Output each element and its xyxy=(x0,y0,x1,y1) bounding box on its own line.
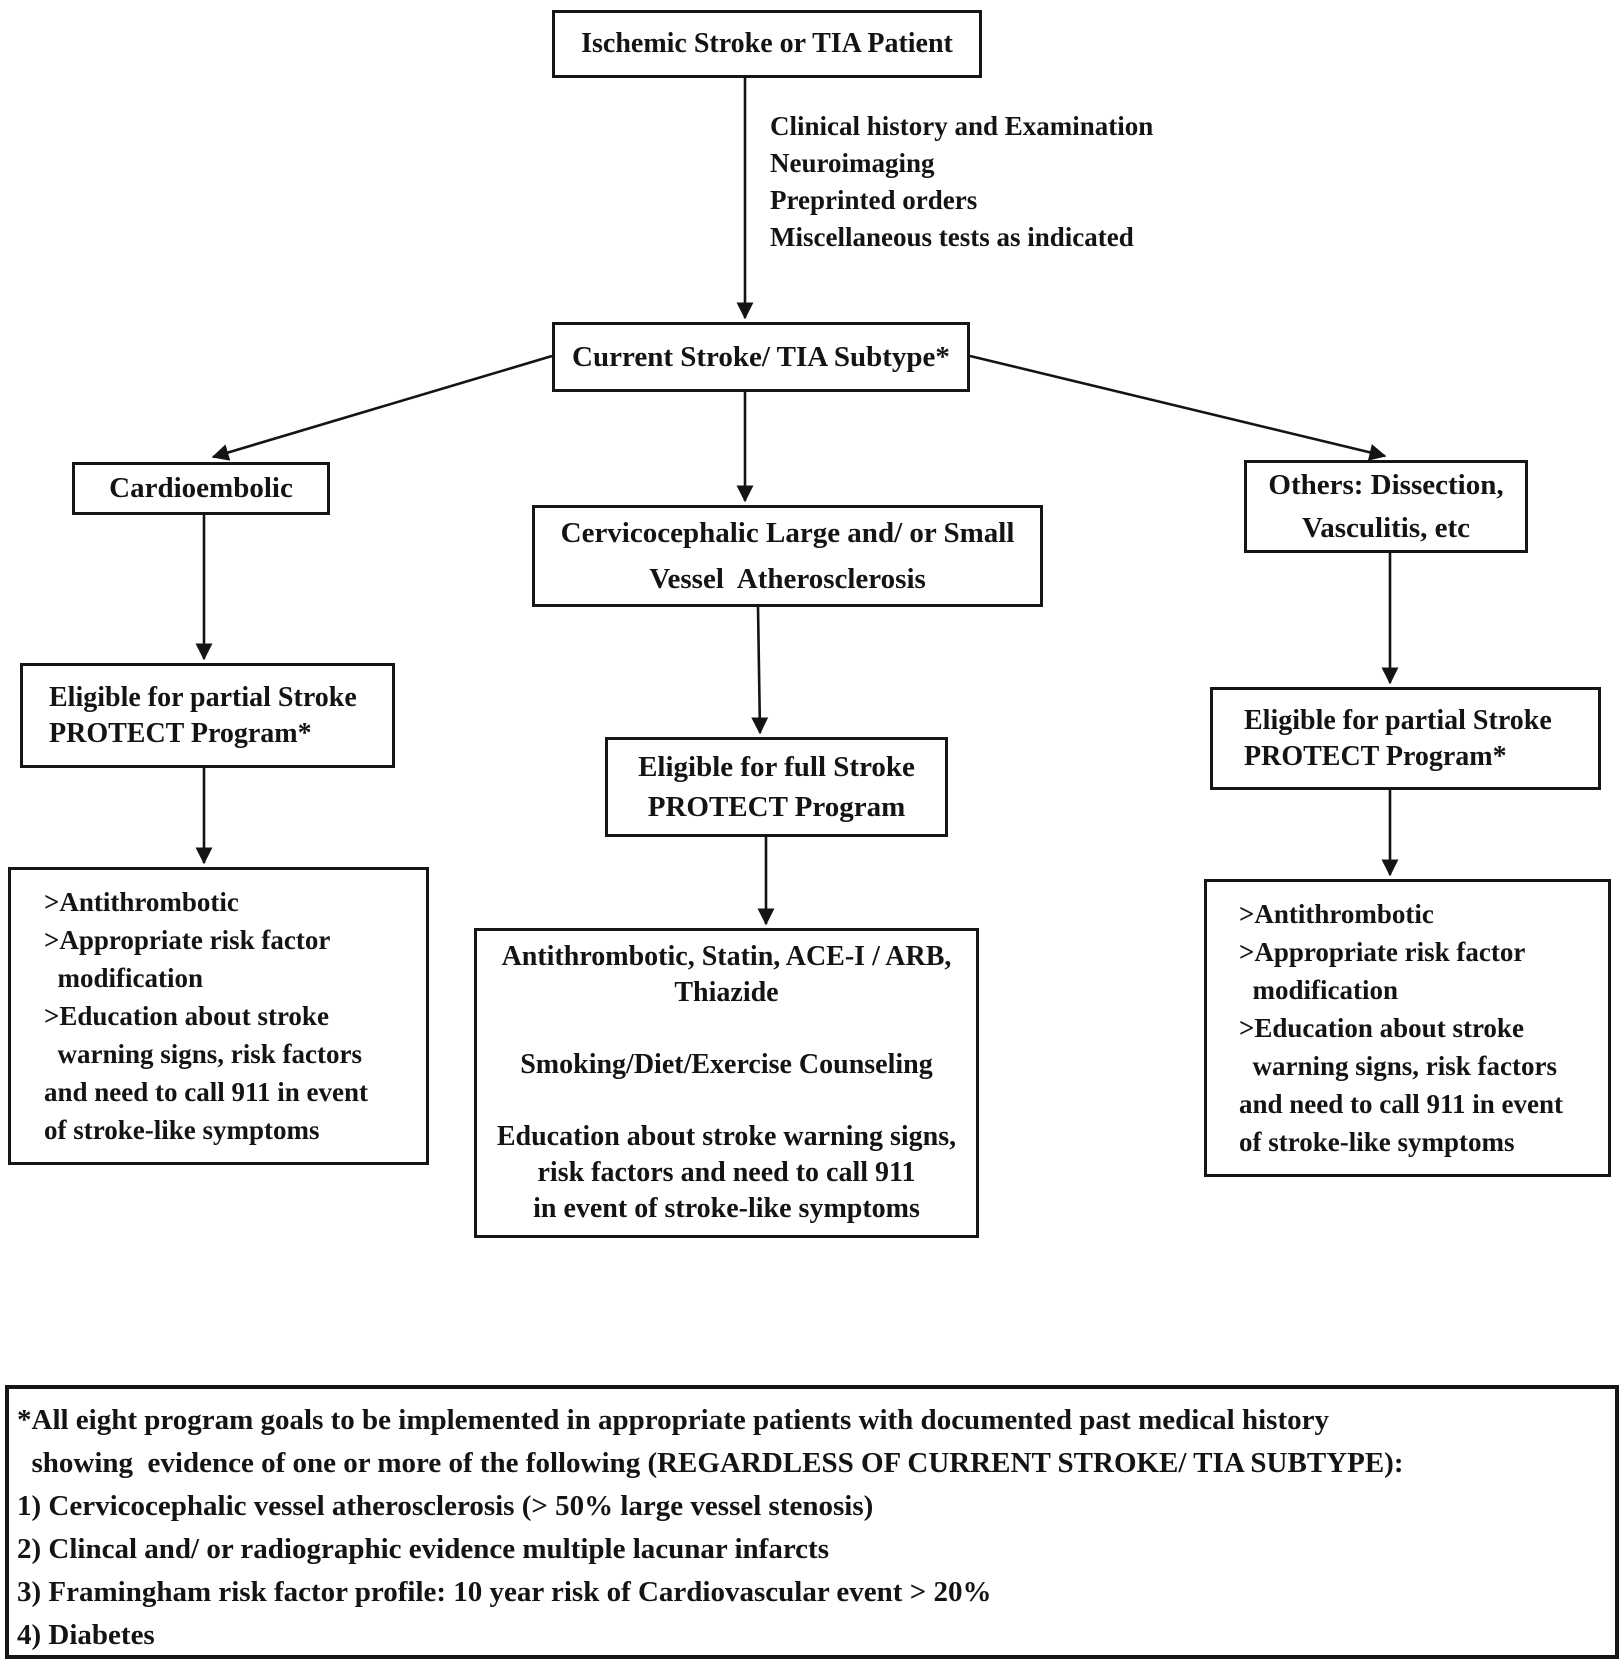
text-line: Cervicocephalic Large and/ or Small xyxy=(560,517,1015,549)
text-line: showing evidence of one or more of the f… xyxy=(17,1447,1404,1479)
patient-box: Ischemic Stroke or TIA Patient xyxy=(552,10,982,78)
text-line: >Appropriate risk factor xyxy=(1239,937,1526,967)
text-line: Education about stroke warning signs, xyxy=(496,1121,957,1152)
text-line: risk factors and need to call 911 xyxy=(537,1157,916,1188)
cardioembolic-label: Cardioembolic xyxy=(109,472,293,504)
others-plan-box: >Antithrombotic>Appropriate risk factor … xyxy=(1204,879,1611,1177)
text-line: modification xyxy=(1239,975,1399,1005)
text-line: modification xyxy=(44,963,204,993)
text-line: Eligible for partial Stroke xyxy=(1244,704,1552,736)
text-line: Preprinted orders xyxy=(770,185,978,215)
text-line xyxy=(723,1011,730,1047)
text-line: *All eight program goals to be implement… xyxy=(17,1404,1329,1436)
text-line: of stroke-like symptoms xyxy=(1239,1127,1515,1157)
text-line: warning signs, risk factors xyxy=(1239,1051,1558,1081)
others-box: Others: Dissection, Vasculitis, etc xyxy=(1244,460,1528,553)
subtype-box: Current Stroke/ TIA Subtype* xyxy=(552,322,970,392)
text-line: Neuroimaging xyxy=(770,148,935,178)
footnote-box: *All eight program goals to be implement… xyxy=(5,1385,1619,1659)
text-line: Clinical history and Examination xyxy=(770,111,1154,141)
text-line: Vasculitis, etc xyxy=(1301,511,1471,544)
cardioembolic-plan-box: >Antithrombotic>Appropriate risk factor … xyxy=(8,867,429,1165)
text-line: and need to call 911 in event xyxy=(44,1077,369,1107)
text-line: >Antithrombotic xyxy=(44,887,239,917)
text-line: >Appropriate risk factor xyxy=(44,925,331,955)
text-line: 2) Clincal and/ or radiographic evidence… xyxy=(17,1533,829,1565)
text-line: 3) Framingham risk factor profile: 10 ye… xyxy=(17,1576,992,1608)
text-line: PROTECT Program xyxy=(647,791,906,823)
text-line: and need to call 911 in event xyxy=(1239,1089,1564,1119)
text-line: Smoking/Diet/Exercise Counseling xyxy=(520,1049,933,1080)
text-line: 4) Diabetes xyxy=(17,1619,155,1651)
text-line xyxy=(723,1083,730,1119)
text-line: Others: Dissection, xyxy=(1268,468,1504,501)
arrow-subtype-to-others xyxy=(969,354,1387,461)
text-line: Antithrombotic, Statin, ACE-I / ARB, Thi… xyxy=(501,941,958,1008)
patient-box-label: Ischemic Stroke or TIA Patient xyxy=(581,28,953,59)
text-line: in event of stroke-like symptoms xyxy=(533,1193,920,1224)
text-line: Miscellaneous tests as indicated xyxy=(770,222,1134,252)
text-line: warning signs, risk factors xyxy=(44,1039,363,1069)
full-plan-box: Antithrombotic, Statin, ACE-I / ARB, Thi… xyxy=(474,928,979,1238)
text-line: Eligible for partial Stroke xyxy=(49,681,357,713)
arrow-subtype-to-cardioembolic xyxy=(211,354,553,461)
text-line: Vessel Atherosclerosis xyxy=(649,563,926,595)
text-line: of stroke-like symptoms xyxy=(44,1115,320,1145)
cardioembolic-box: Cardioembolic xyxy=(72,462,330,515)
text-line: PROTECT Program* xyxy=(49,717,312,749)
text-line: PROTECT Program* xyxy=(1244,740,1507,772)
text-line: Eligible for full Stroke xyxy=(638,751,915,783)
text-line: >Education about stroke xyxy=(1239,1013,1524,1043)
subtype-box-label: Current Stroke/ TIA Subtype* xyxy=(572,340,950,373)
text-line: >Education about stroke xyxy=(44,1001,329,1031)
text-line: >Antithrombotic xyxy=(1239,899,1434,929)
text-line: 1) Cervicocephalic vessel atherosclerosi… xyxy=(17,1490,874,1522)
arrow-atherosclerosis-to-eligibility xyxy=(751,606,769,735)
